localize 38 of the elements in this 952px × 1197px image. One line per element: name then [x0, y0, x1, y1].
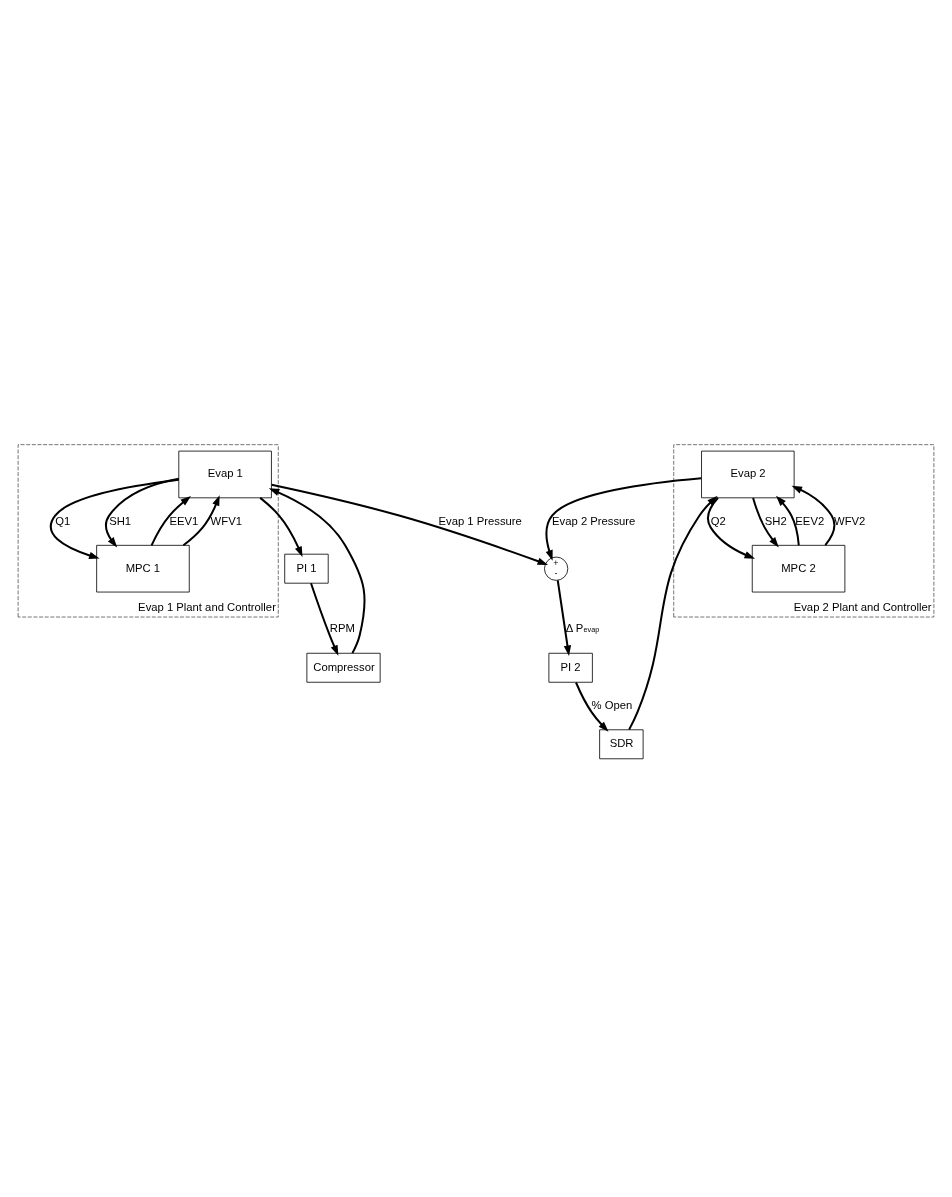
edge-label: % Open: [591, 699, 633, 711]
arrow: [150, 496, 191, 546]
arrow: [707, 497, 755, 559]
edge-label: Evap 1 Pressure: [438, 514, 522, 527]
arrow: [776, 495, 800, 546]
arrow: [271, 483, 549, 565]
edge-label: EEV2: [795, 514, 825, 527]
edge-label: RPM: [329, 622, 355, 635]
edge-label: SH2: [764, 514, 787, 527]
edge-label: Q2: [710, 514, 726, 527]
edge-label: SH1: [109, 514, 132, 527]
arrow: [310, 582, 339, 656]
node-box: Evap 1: [178, 450, 272, 499]
arrow: [49, 478, 179, 559]
edge-label: Δ Pevap: [565, 621, 600, 634]
arrow: [556, 580, 572, 656]
node-box: Evap 2: [701, 450, 795, 499]
node-box: MPC 1: [96, 544, 190, 593]
arrow: [628, 495, 718, 731]
arrow: [752, 497, 779, 548]
arrow: [105, 477, 179, 548]
arrow: [259, 497, 303, 557]
node-circle: + -: [544, 556, 569, 581]
arrow: [575, 682, 609, 732]
edge-label: EEV1: [169, 514, 199, 527]
arrow: [545, 477, 702, 561]
edge-label: WFV1: [210, 514, 242, 527]
edge-label: Evap 2 Pressure: [552, 514, 636, 527]
arrow: [791, 485, 836, 546]
node-box: Compressor: [306, 652, 381, 683]
node-box: PI 2: [548, 652, 593, 683]
arrow: [182, 495, 220, 547]
node-box: PI 1: [284, 553, 329, 584]
edge-label: WFV2: [834, 514, 866, 527]
node-box: SDR: [599, 729, 644, 760]
node-box: MPC 2: [751, 544, 846, 593]
arrow: [268, 488, 366, 654]
edge-label: Q1: [55, 514, 71, 527]
